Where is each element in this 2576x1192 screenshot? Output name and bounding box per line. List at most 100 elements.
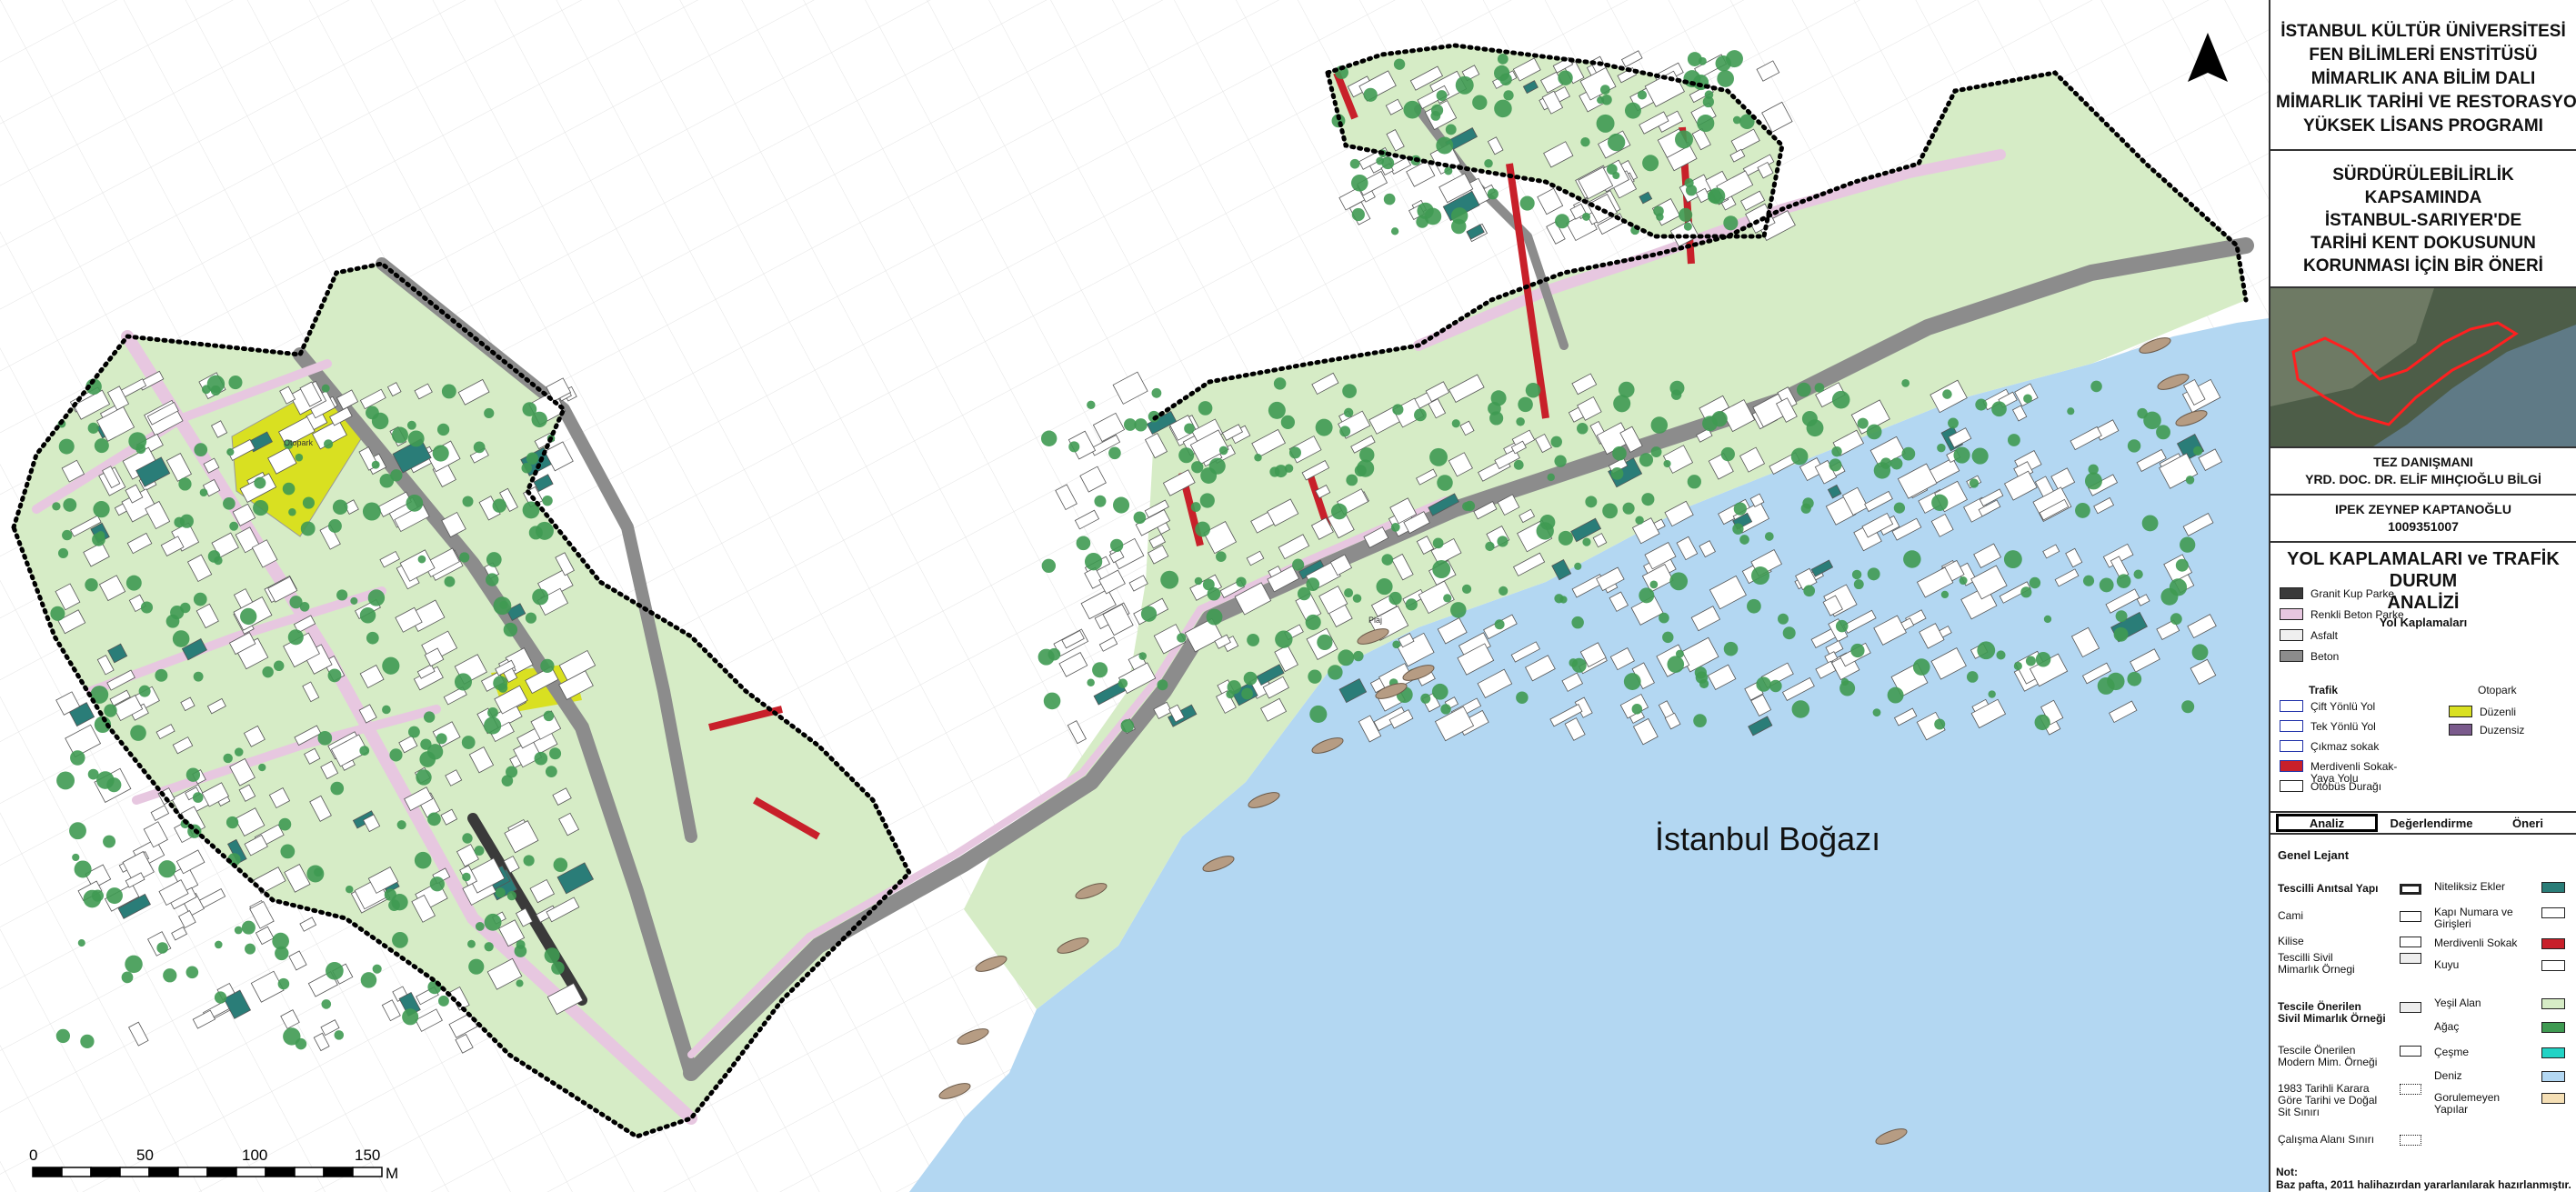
building <box>1546 221 1566 245</box>
tab-degerlendirme[interactable]: Değerlendirme <box>2390 816 2473 830</box>
tree <box>2143 411 2161 430</box>
tree <box>486 552 502 567</box>
general-right-swatch <box>2541 998 2565 1009</box>
tree <box>484 913 502 931</box>
building <box>1644 541 1677 570</box>
building <box>1092 412 1126 443</box>
tree <box>199 488 208 497</box>
tree <box>367 589 386 606</box>
tab-analiz[interactable]: Analiz <box>2276 814 2378 832</box>
building <box>495 659 516 676</box>
tree <box>1723 215 1739 231</box>
building <box>125 872 145 888</box>
boat <box>1057 937 1089 954</box>
tree <box>1134 418 1148 432</box>
tree <box>1381 554 1394 566</box>
tree <box>506 890 516 901</box>
building <box>1861 512 1894 538</box>
tree <box>1484 159 1493 168</box>
tree <box>396 820 406 830</box>
advisor-name: YRD. DOC. DR. ELİF MIHÇIOĞLU BİLGİ <box>2305 472 2541 486</box>
tree <box>80 1034 95 1048</box>
tree <box>1969 478 1980 488</box>
tree <box>1195 521 1211 537</box>
tree <box>1160 570 1179 589</box>
tree <box>1966 671 1979 683</box>
tree <box>223 753 233 764</box>
building <box>1740 190 1766 211</box>
building <box>1519 508 1536 524</box>
building <box>223 989 252 1019</box>
building <box>284 864 311 893</box>
tab-oneri[interactable]: Öneri <box>2512 816 2543 830</box>
building <box>171 927 188 941</box>
building <box>2130 648 2160 673</box>
building <box>1522 80 1539 95</box>
tree <box>234 747 244 756</box>
building <box>515 907 534 927</box>
building <box>1153 701 1173 720</box>
building <box>1310 517 1334 540</box>
building <box>386 382 402 397</box>
tree <box>1867 567 1880 581</box>
tree <box>2169 578 2188 596</box>
tree <box>1498 586 1509 596</box>
tree <box>516 979 524 987</box>
tree <box>362 502 381 521</box>
tree <box>254 476 266 489</box>
tree <box>336 589 348 601</box>
tree <box>407 430 425 447</box>
tree <box>1585 496 1598 508</box>
tree <box>1663 459 1671 468</box>
general-left-label: Tescile Önerilen <box>2278 1044 2356 1057</box>
building <box>1916 566 1954 598</box>
building <box>1761 101 1793 133</box>
building <box>336 389 359 410</box>
building <box>319 524 341 550</box>
tree <box>1328 665 1343 680</box>
tree <box>1037 648 1055 666</box>
building <box>1810 559 1834 577</box>
building <box>1203 520 1238 555</box>
building <box>504 820 539 854</box>
general-right-label: Yeşil Alan <box>2434 997 2481 1009</box>
tree <box>105 887 123 905</box>
parking-label: Duzensiz <box>2480 724 2525 736</box>
building <box>267 446 297 475</box>
site-map[interactable]: İstanbul Boğazı Otopark Plaj 0 50 100 15… <box>0 0 2269 1192</box>
scale-segment <box>294 1167 325 1177</box>
tree <box>1890 457 1903 470</box>
building <box>2042 544 2060 559</box>
general-left-swatch <box>2400 953 2421 964</box>
tree <box>1667 656 1685 673</box>
tree <box>389 748 403 762</box>
tree <box>1693 714 1707 727</box>
tree <box>1606 164 1618 175</box>
building <box>2050 467 2076 492</box>
tree <box>1390 227 1399 235</box>
tree <box>474 846 485 856</box>
building <box>2004 470 2038 501</box>
tree <box>2127 439 2141 453</box>
tree <box>423 711 436 723</box>
tree <box>1694 666 1707 679</box>
tree <box>2020 586 2032 598</box>
tree <box>90 686 109 704</box>
building <box>1970 698 2007 729</box>
tree <box>1684 177 1694 188</box>
tree <box>1702 95 1715 108</box>
boundary-line-2 <box>1325 43 1785 239</box>
tree <box>1306 577 1320 591</box>
tree <box>1087 678 1095 687</box>
building <box>267 576 298 603</box>
tree <box>321 999 332 1009</box>
tree <box>1670 389 1682 400</box>
tree <box>1675 649 1684 658</box>
tree <box>1432 537 1444 549</box>
tree <box>172 630 190 647</box>
tree <box>306 865 325 883</box>
building <box>1391 553 1414 581</box>
tree <box>461 736 476 749</box>
tree <box>229 521 239 531</box>
tree <box>1555 214 1569 229</box>
